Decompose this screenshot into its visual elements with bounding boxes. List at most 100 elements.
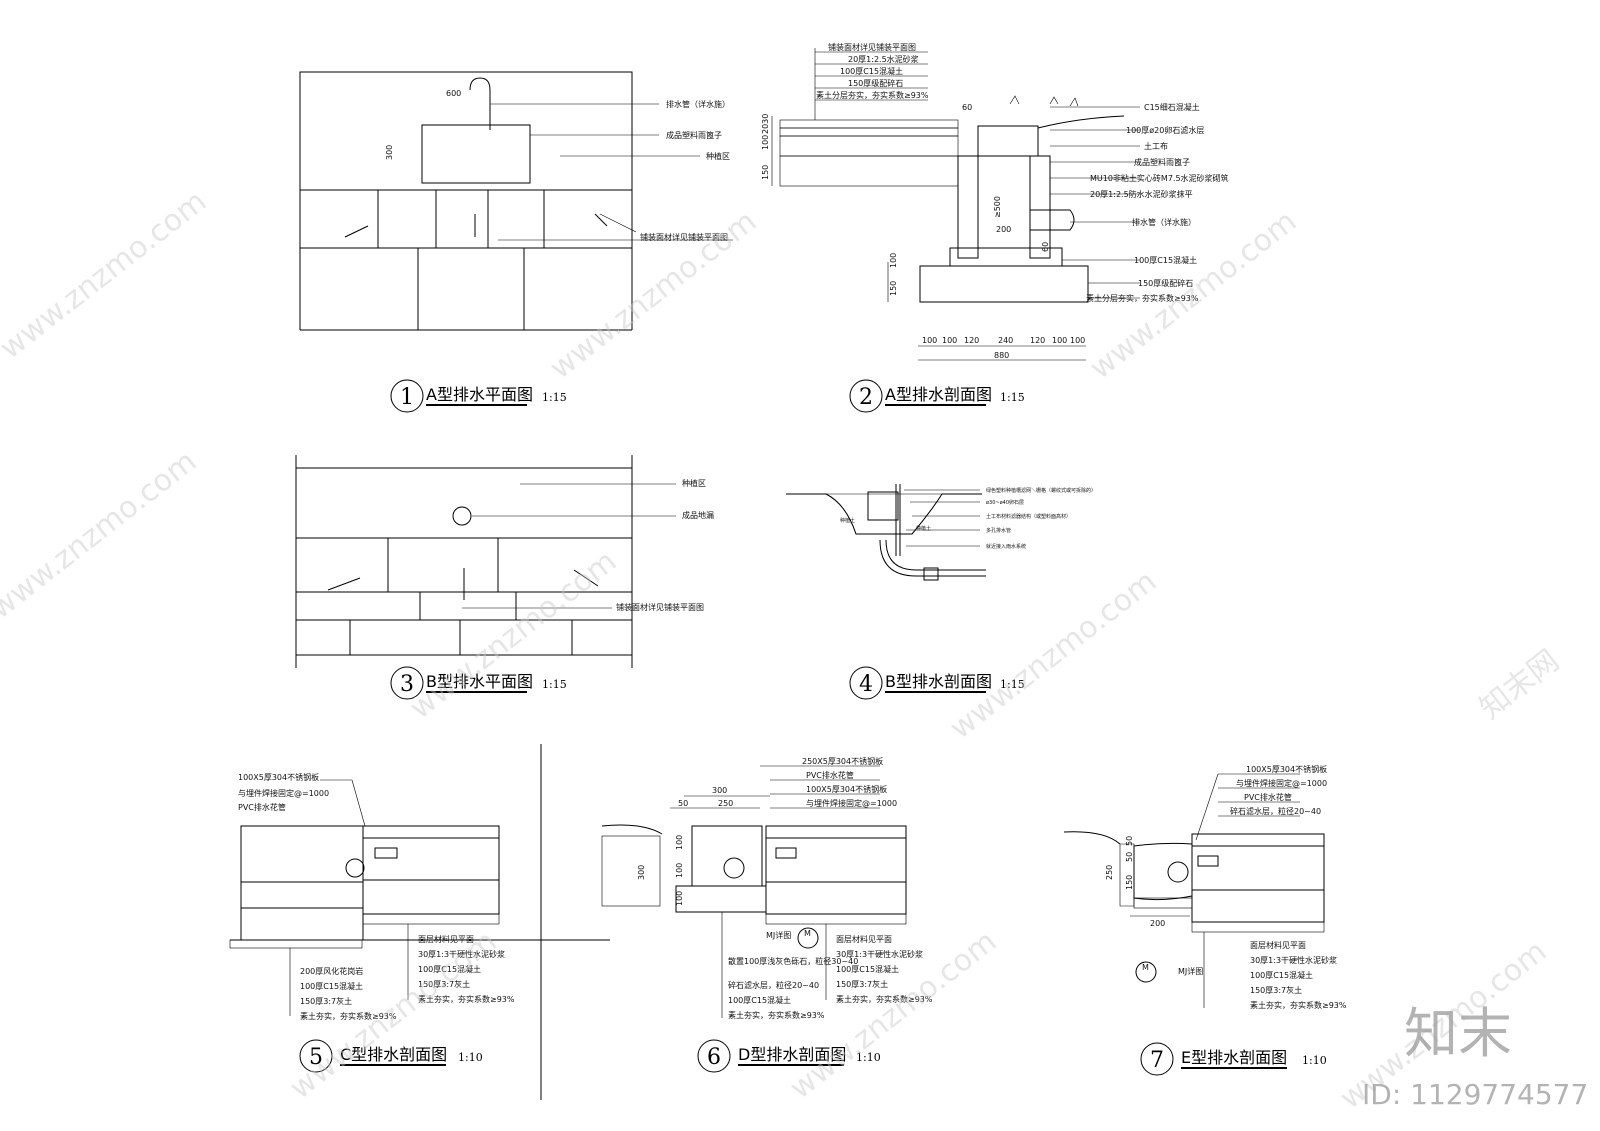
f7-right-1: 30厚1:3干硬性水泥砂浆 xyxy=(1250,955,1337,965)
f5-left-2: 150厚3:7灰土 xyxy=(300,996,352,1006)
f2-right-8: 150厚级配碎石 xyxy=(1138,278,1193,288)
f2-dimbot-0: 100 xyxy=(922,336,937,345)
f2-dimbot-4: 120 xyxy=(1030,336,1045,345)
f6-left-1: 碎石滤水层，粒径20~40 xyxy=(728,980,819,990)
f4-number-circle xyxy=(849,666,883,700)
f2-top-1: 20厚1:2.5水泥砂浆 xyxy=(848,54,919,64)
f6-left-2: 100厚C15混凝土 xyxy=(728,995,791,1005)
f2-dimleft-2: 2030 xyxy=(761,114,770,134)
f2-number-circle xyxy=(849,379,883,413)
f2-dimmid-2: 200 xyxy=(996,225,1011,234)
f4-label-1: ø30~ø40卵石层 xyxy=(986,499,1024,506)
f6-right-3: 150厚3:7灰土 xyxy=(836,979,888,989)
f2-number: 2 xyxy=(859,385,873,410)
f6-mj: MJ详图 xyxy=(766,930,791,940)
watermark-site-4: www.znzmo.com xyxy=(0,444,203,626)
f3-label-2: 铺装面材详见铺装平面图 xyxy=(616,602,704,612)
f7-dim-3: 150 xyxy=(1125,875,1134,890)
f5-number: 5 xyxy=(309,1045,323,1070)
figure-2-a-section: 铺装面材详见铺装平面图 20厚1:2.5水泥砂浆 100厚C15混凝土 150厚… xyxy=(761,42,1229,413)
f6-dim-1: 50 xyxy=(678,799,688,808)
f3-scale: 1:15 xyxy=(542,678,567,691)
f2-top-4: 素土分层夯实，夯实系数≥93% xyxy=(816,90,929,100)
f1-label-0: 排水管（详水施） xyxy=(666,99,730,109)
f5-left-3: 素土夯实，夯实系数≥93% xyxy=(300,1011,397,1021)
f1-label-2: 种植区 xyxy=(706,151,730,161)
f2-dimleft-3: 150 xyxy=(889,281,898,296)
f1-scale: 1:15 xyxy=(542,391,567,404)
watermark-site-5: www.znzmo.com xyxy=(403,544,623,726)
f6-number: 6 xyxy=(707,1045,721,1070)
f7-top-0: 100X5厚304不锈钢板 xyxy=(1246,764,1327,774)
pvc-pipe-icon xyxy=(345,858,365,878)
f6-title: D型排水剖面图 xyxy=(738,1045,846,1064)
f6-dim-5: 100 xyxy=(675,891,684,906)
brand-id: ID: 1129774577 xyxy=(1362,1078,1588,1111)
pvc-pipe-icon-e xyxy=(1167,861,1189,883)
f7-right-0: 面层材料见平面 xyxy=(1250,940,1306,950)
f2-right-7: 100厚C15混凝土 xyxy=(1134,255,1197,265)
f4-label-4: 就近接入雨水系统 xyxy=(986,543,1026,550)
f5-left-1: 100厚C15混凝土 xyxy=(300,981,363,991)
f7-dim-1: 50 xyxy=(1125,836,1134,846)
f2-right-1: 100厚ø20卵石滤水层 xyxy=(1126,125,1204,135)
f7-top-1: 与埋件焊接固定@=1000 xyxy=(1236,778,1327,788)
f2-dimbot-3: 240 xyxy=(998,336,1013,345)
figure-7-e-section: 100X5厚304不锈钢板 与埋件焊接固定@=1000 PVC排水花管 碎石滤水… xyxy=(1063,764,1347,1076)
f7-number: 7 xyxy=(1150,1048,1164,1073)
f7-mj-circle xyxy=(1135,961,1157,983)
f5-top-2: PVC排水花管 xyxy=(238,802,286,812)
f6-top-0: 250X5厚304不锈钢板 xyxy=(802,756,883,766)
f2-dimleft-1: 100 xyxy=(761,135,770,150)
f6-dim-4: 100 xyxy=(675,863,684,878)
f4-number: 4 xyxy=(859,672,873,697)
f2-right-4: MU10非粘土实心砖M7.5水泥砂浆砌筑 xyxy=(1090,173,1229,183)
f2-scale: 1:15 xyxy=(1000,391,1025,404)
f2-dimmid-1: ≥500 xyxy=(993,196,1002,218)
f6-dim-0: 300 xyxy=(712,786,727,795)
f2-right-3: 成品塑料雨篦子 xyxy=(1134,157,1190,167)
f2-top-3: 150厚级配碎石 xyxy=(848,78,903,88)
f2-dim-total: 880 xyxy=(994,351,1009,360)
f5-top-1: 与埋件焊接固定@=1000 xyxy=(238,788,329,798)
watermark-site-1: www.znzmo.com xyxy=(0,184,213,366)
floor-drain-icon xyxy=(452,506,472,526)
f1-dim-1: 300 xyxy=(385,145,394,160)
f4-soil-1: 种植土 xyxy=(916,525,931,532)
f1-title: A型排水平面图 xyxy=(426,385,533,404)
f6-left-3: 素土夯实，夯实系数≥93% xyxy=(728,1010,825,1020)
brand-corner: 知末 ID: 1129774577 xyxy=(1362,1002,1588,1111)
f3-number: 3 xyxy=(400,672,414,697)
f3-number-circle xyxy=(390,666,424,700)
f2-top-0: 铺装面材详见铺装平面图 xyxy=(828,42,916,52)
f6-dim-6: 300 xyxy=(637,865,646,880)
f1-number: 1 xyxy=(400,385,414,410)
f6-right-0: 面层材料见平面 xyxy=(836,934,892,944)
f5-title: C型排水剖面图 xyxy=(340,1045,447,1064)
f5-right-3: 150厚3:7灰土 xyxy=(418,979,470,989)
f5-right-1: 30厚1:3干硬性水泥砂浆 xyxy=(418,949,505,959)
f2-dimleft-4: 100 xyxy=(889,253,898,268)
f5-top-0: 100X5厚304不锈钢板 xyxy=(238,772,319,782)
f6-left-0: 散置100厚浅灰色砾石，粒径30~40 xyxy=(728,956,858,966)
f6-top-1: PVC排水花管 xyxy=(806,770,854,780)
grate-a-plan xyxy=(421,124,531,184)
f4-title: B型排水剖面图 xyxy=(885,672,992,691)
f7-scale: 1:10 xyxy=(1302,1054,1327,1067)
figure-5-c-section: 100X5厚304不锈钢板 与埋件焊接固定@=1000 PVC排水花管 200厚… xyxy=(229,772,610,1073)
f2-dimmid-3: 60 xyxy=(1041,242,1050,252)
f2-right-5: 20厚1:2.5防水水泥砂浆抹平 xyxy=(1090,189,1193,199)
f7-top-2: PVC排水花管 xyxy=(1244,792,1292,802)
f1-number-circle xyxy=(390,379,424,413)
f5-left-0: 200厚风化花岗岩 xyxy=(300,966,363,976)
f2-right-2: 土工布 xyxy=(1144,141,1168,151)
watermark-brand-1: 知末网 xyxy=(1473,643,1565,726)
f6-mj-circle xyxy=(797,927,819,949)
f2-dimbot-5: 100 xyxy=(1052,336,1067,345)
f6-top-3: 与埋件焊接固定@=1000 xyxy=(806,798,897,808)
f7-m: M xyxy=(1142,963,1149,972)
f6-number-circle xyxy=(697,1039,731,1073)
f4-label-0: 绿色塑料种植槽滤网＼栅格（螺纹式或可拆除的） xyxy=(986,487,1096,494)
f7-right-4: 素土夯实，夯实系数≥93% xyxy=(1250,1000,1347,1010)
